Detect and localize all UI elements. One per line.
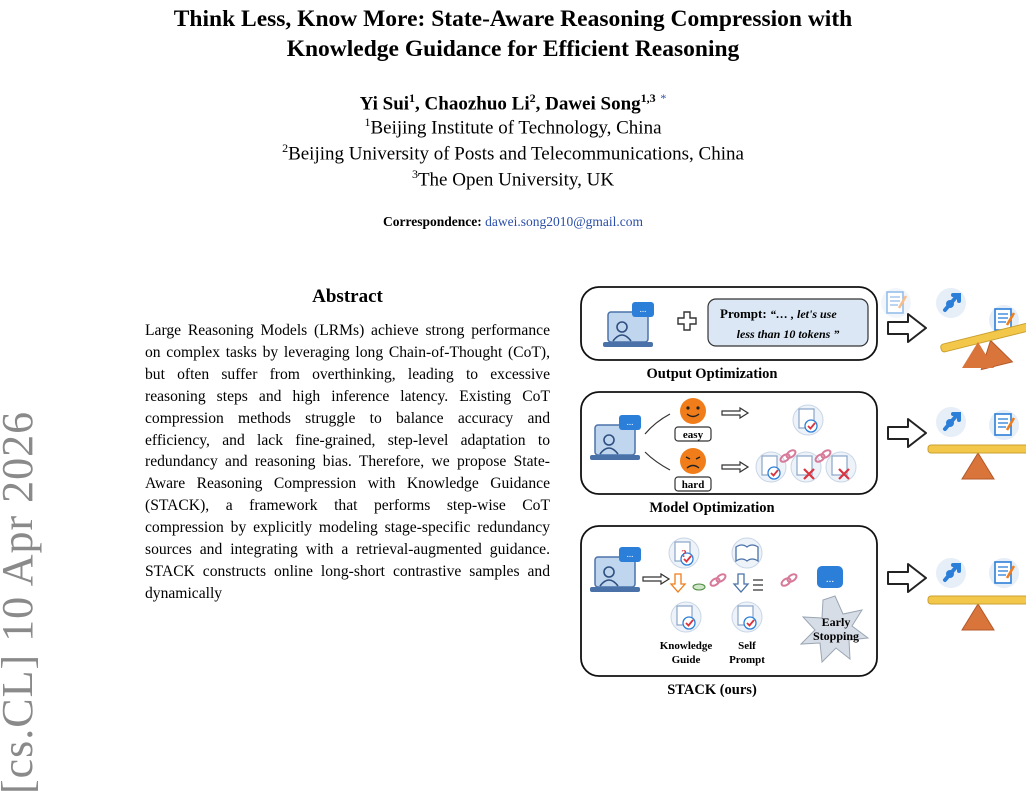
paper-title: Think Less, Know More: State-Aware Reaso… <box>0 4 1026 64</box>
chat-icon <box>817 566 843 588</box>
prompt-prefix: Prompt: <box>720 306 767 321</box>
svg-text:...: ... <box>826 573 835 585</box>
figure-svg: ... Prompt: “… , let's use less than 10 … <box>580 286 1026 677</box>
affiliation-mark: 2 <box>282 141 289 155</box>
self-label-2: Prompt <box>729 654 765 666</box>
author-name: Dawei Song <box>545 93 641 115</box>
hard-label: hard <box>682 479 705 491</box>
knowledge-label-2: Guide <box>672 654 701 666</box>
easy-badge <box>674 426 712 442</box>
caption-output-optimization: Output Optimization <box>646 366 778 382</box>
affiliation-text: The Open University, UK <box>417 169 615 191</box>
author-affiliation-mark: 2 <box>529 91 536 105</box>
affiliation-mark: 3 <box>411 167 418 181</box>
easy-label: easy <box>683 429 704 441</box>
abstract-text: Large Reasoning Models (LRMs) achieve st… <box>145 322 550 602</box>
early-label-1: Early <box>822 615 851 629</box>
affiliation: 1Beijing Institute of Technology, China <box>0 111 1026 139</box>
correspondence-label: Correspondence: <box>382 214 482 229</box>
affiliation-text: Beijing University of Posts and Telecomm… <box>288 143 744 165</box>
prompt-line-1: “… , let's use <box>770 307 837 321</box>
hard-emoji-icon <box>680 448 706 474</box>
prompt-box <box>707 298 869 347</box>
correspondence-email-link[interactable]: dawei.song2010@gmail.com <box>485 214 644 229</box>
easy-emoji-icon <box>680 398 706 424</box>
correspondence: Correspondence: dawei.song2010@gmail.com <box>0 214 1026 230</box>
author-list: Yi Sui1, Chaozhuo Li2, Dawei Song1,3 * <box>359 91 667 115</box>
affiliation: 2Beijing University of Posts and Telecom… <box>0 137 1026 165</box>
affiliation-mark: 1 <box>364 115 371 129</box>
title-line-2: Knowledge Guidance for Efficient Reasoni… <box>286 36 740 62</box>
early-label-2: Stopping <box>813 629 859 643</box>
author-name: Chaozhuo Li <box>424 93 530 115</box>
caption-stack: STACK (ours) <box>667 682 757 698</box>
self-label-1: Self <box>738 640 756 652</box>
knowledge-label-1: Knowledge <box>660 640 713 652</box>
author-affiliation-mark: 1 <box>409 91 416 105</box>
abstract-heading: Abstract <box>312 286 383 307</box>
affiliation: 3The Open University, UK <box>0 163 1026 191</box>
title-line-1: Think Less, Know More: State-Aware Reaso… <box>173 6 853 32</box>
panel-stack <box>580 525 878 677</box>
affiliation-text: Beijing Institute of Technology, China <box>370 117 662 139</box>
overview-figure: ... Prompt: “… , let's use less than 10 … <box>570 280 1026 713</box>
hard-badge <box>674 476 712 492</box>
svg-text:?: ? <box>681 548 687 560</box>
prompt-line-2: less than 10 tokens ” <box>737 327 840 341</box>
arxiv-stamp: [cs.CL] 10 Apr 2026 <box>0 410 42 794</box>
author-name: Yi Sui <box>359 93 410 115</box>
early-stopping-burst <box>799 595 870 664</box>
caption-model-optimization: Model Optimization <box>649 500 775 516</box>
corresponding-author-mark[interactable]: * <box>660 91 667 105</box>
author-affiliation-mark: 1,3 <box>640 91 656 105</box>
plus-icon <box>677 311 697 331</box>
